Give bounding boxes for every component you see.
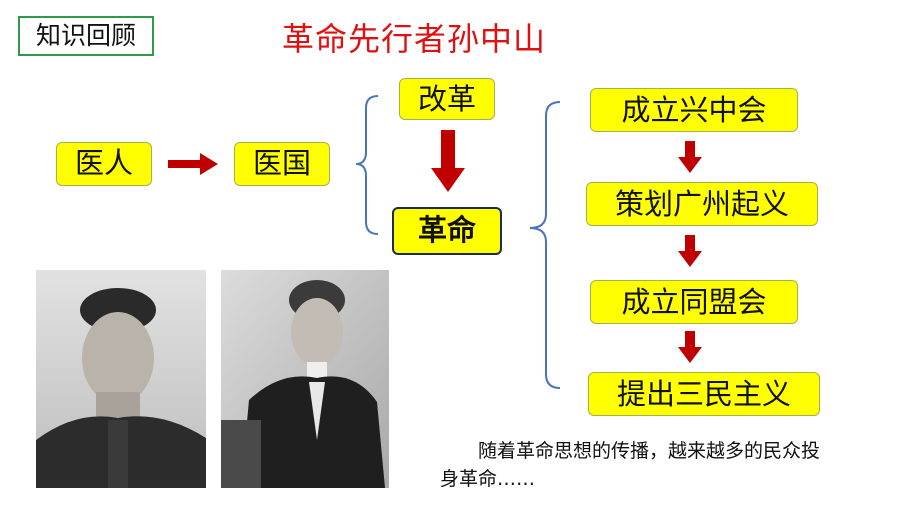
step-box-1: 成立兴中会 [590, 88, 798, 132]
step-box-3: 成立同盟会 [590, 280, 798, 324]
page-title: 革命先行者孙中山 [282, 20, 547, 58]
arrow-down-icon [678, 235, 702, 267]
box-revolution: 革命 [392, 207, 502, 255]
portrait-photo-2 [221, 270, 389, 488]
step-box-2: 策划广州起义 [586, 182, 818, 226]
arrow-down-icon [678, 141, 702, 173]
arrow-down-icon [431, 130, 465, 192]
caption-text: 随着革命思想的传播，越来越多的民众投身革命…… [440, 440, 821, 490]
arrow-right-icon [168, 153, 218, 175]
bracket-left [355, 95, 379, 235]
step-box-4: 提出三民主义 [588, 372, 820, 416]
box-reform: 改革 [399, 78, 495, 120]
bracket-right [529, 101, 561, 389]
box-doctor-nation: 医国 [234, 142, 330, 186]
arrow-down-icon [678, 331, 702, 363]
box-doctor-people: 医人 [56, 142, 152, 186]
knowledge-review-tag: 知识回顾 [18, 16, 154, 56]
portrait-photo-1 [36, 270, 206, 488]
